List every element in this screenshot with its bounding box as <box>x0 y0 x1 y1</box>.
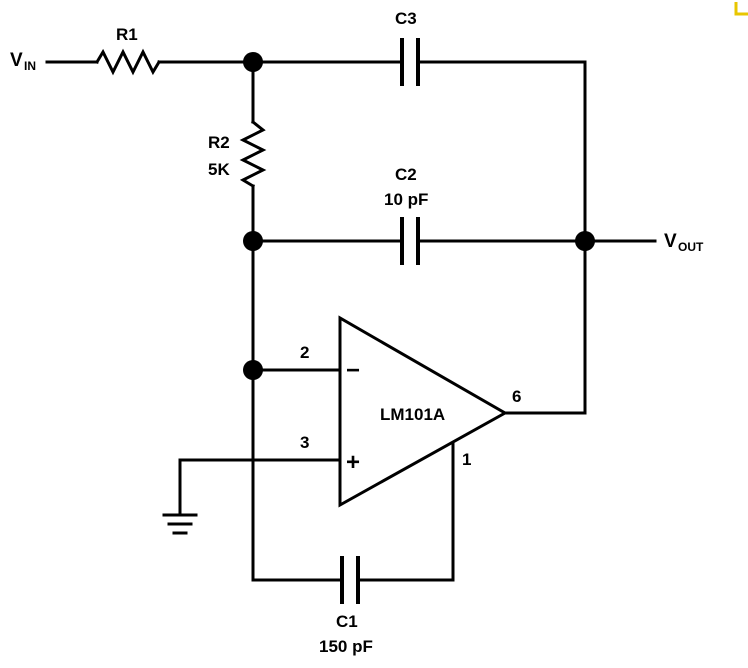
c3-label: C3 <box>395 9 417 28</box>
pin1-label: 1 <box>462 450 471 469</box>
vin-label-sub: IN <box>24 59 36 73</box>
junction-node-pin2 <box>243 360 263 380</box>
vin-label-main: V <box>10 50 23 71</box>
resistor-r1 <box>94 48 162 76</box>
plus-sign: + <box>346 449 360 476</box>
corner-mark <box>734 2 748 16</box>
r2-label: R2 <box>208 133 230 152</box>
c1-value: 150 pF <box>319 637 373 656</box>
c2-label: C2 <box>395 165 417 184</box>
junction-node-top <box>243 52 263 72</box>
opamp-triangle <box>338 315 509 508</box>
r1-label: R1 <box>116 25 138 44</box>
opamp-label: LM101A <box>380 405 445 424</box>
junction-node-middle <box>243 231 263 251</box>
c1-label: C1 <box>336 612 358 631</box>
pin2-label: 2 <box>300 343 309 362</box>
c2-value: 10 pF <box>384 190 428 209</box>
pin3-label: 3 <box>300 433 309 452</box>
r2-value: 5K <box>208 160 230 179</box>
vout-label-sub: OUT <box>678 240 704 254</box>
minus-sign: − <box>346 357 360 384</box>
junction-node-vout <box>575 231 595 251</box>
vout-label-main: V <box>664 231 677 252</box>
pin6-label: 6 <box>512 387 521 406</box>
resistor-r2 <box>239 119 267 189</box>
